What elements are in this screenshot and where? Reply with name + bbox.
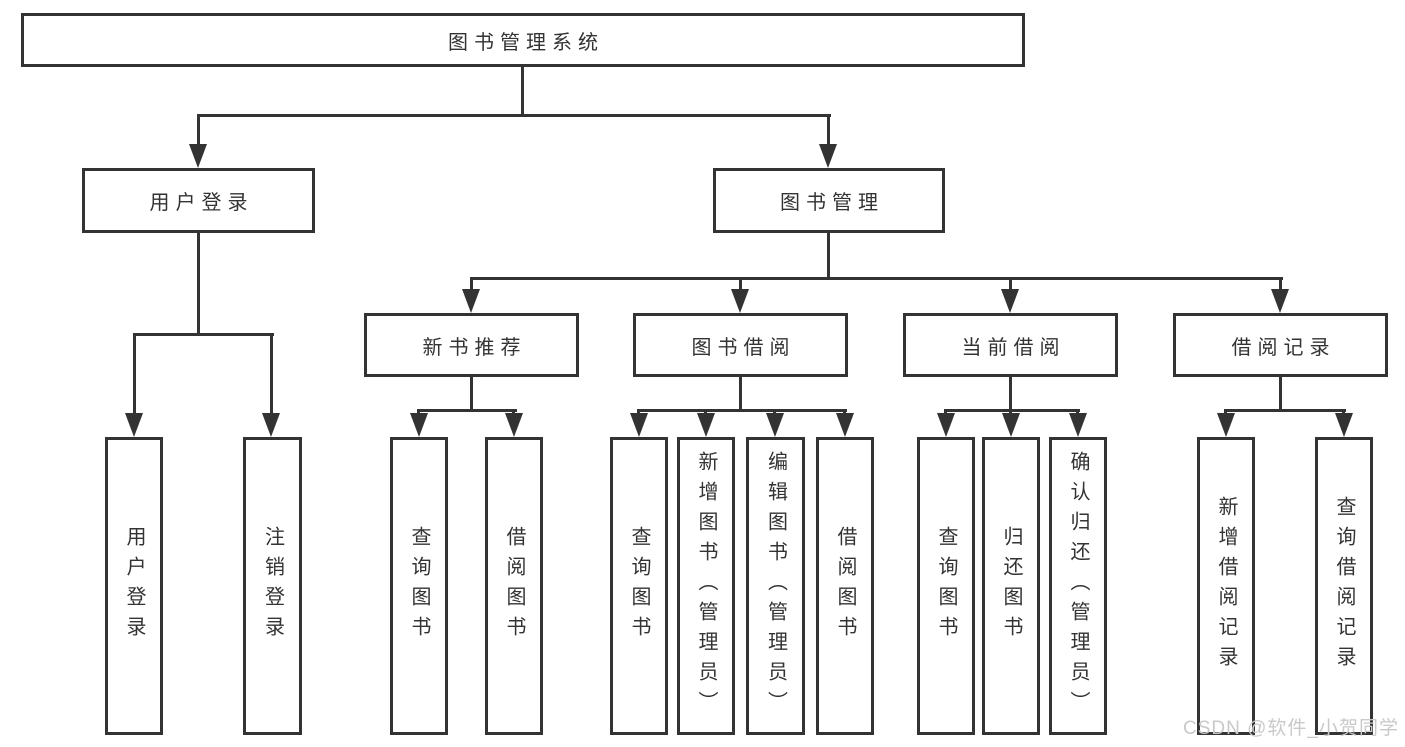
watermark: CSDN @软件_小贺同学	[1183, 718, 1399, 739]
connector-line	[197, 233, 200, 336]
leaf-logout: 注销登录	[243, 437, 302, 735]
leaf-label: 注销登录	[261, 526, 284, 646]
arrow-down-icon	[766, 413, 784, 437]
node-current-borrowing: 当前借阅	[903, 313, 1118, 377]
leaf-confirm-return-admin: 确认归还（管理员）	[1049, 437, 1107, 735]
connector-line	[1279, 377, 1282, 412]
leaf-query-borrow-record: 查询借阅记录	[1315, 437, 1373, 735]
node-label: 用户登录	[149, 192, 254, 214]
connector-line	[197, 114, 200, 147]
leaf-query-books-recommend: 查询图书	[390, 437, 448, 735]
leaf-add-book-admin: 新增图书（管理员）	[677, 437, 735, 735]
leaf-query-books-current: 查询图书	[917, 437, 975, 735]
leaf-label: 借阅图书	[503, 526, 525, 646]
arrow-down-icon	[125, 413, 143, 437]
node-label: 当前借阅	[961, 336, 1066, 359]
leaf-label: 归还图书	[1000, 526, 1022, 646]
leaf-borrow-books: 借阅图书	[816, 437, 874, 735]
arrow-down-icon	[1217, 413, 1235, 437]
leaf-edit-book-admin: 编辑图书（管理员）	[746, 437, 805, 735]
arrow-down-icon	[462, 289, 480, 313]
arrow-down-icon	[1335, 413, 1353, 437]
leaf-label: 查询借阅记录	[1333, 496, 1355, 676]
leaf-label: 新增图书（管理员）	[695, 451, 717, 721]
arrow-down-icon	[505, 413, 523, 437]
connector-line	[470, 377, 473, 412]
arrow-down-icon	[1271, 289, 1289, 313]
leaf-return-book: 归还图书	[982, 437, 1040, 735]
leaf-label: 新增借阅记录	[1215, 496, 1237, 676]
leaf-query-books-borrowing: 查询图书	[610, 437, 668, 735]
leaf-label: 用户登录	[123, 526, 145, 646]
node-book-management: 图书管理	[713, 168, 945, 233]
connector-line	[521, 67, 524, 117]
arrow-down-icon	[189, 144, 207, 168]
leaf-borrow-books-recommend: 借阅图书	[485, 437, 543, 735]
arrow-down-icon	[836, 413, 854, 437]
leaf-label: 查询图书	[408, 526, 430, 646]
leaf-user-login: 用户登录	[105, 437, 163, 735]
node-label: 图书管理系统	[448, 31, 604, 54]
node-label: 图书管理	[780, 192, 884, 214]
arrow-down-icon	[697, 413, 715, 437]
arrow-down-icon	[1001, 289, 1019, 313]
node-book-borrowing: 图书借阅	[633, 313, 848, 377]
connector-line	[944, 409, 1080, 412]
arrow-down-icon	[819, 144, 837, 168]
node-borrowing-records: 借阅记录	[1173, 313, 1388, 377]
leaf-label: 确认归还（管理员）	[1067, 451, 1089, 721]
arrow-down-icon	[1069, 413, 1087, 437]
node-label: 借阅记录	[1231, 336, 1336, 359]
connector-line	[637, 409, 847, 412]
leaf-label: 查询图书	[935, 526, 957, 646]
leaf-label: 编辑图书（管理员）	[764, 451, 787, 721]
node-label: 图书借阅	[691, 336, 796, 359]
connector-line	[197, 114, 831, 117]
connector-line	[1009, 277, 1012, 292]
arrow-down-icon	[262, 413, 280, 437]
node-label: 新书推荐	[422, 336, 527, 359]
node-library-management-system: 图书管理系统	[21, 13, 1025, 67]
connector-line	[827, 114, 830, 147]
connector-line	[470, 277, 1283, 280]
arrow-down-icon	[937, 413, 955, 437]
leaf-label: 借阅图书	[834, 526, 856, 646]
arrow-down-icon	[731, 289, 749, 313]
connector-line	[1224, 409, 1346, 412]
connector-line	[827, 233, 830, 280]
node-new-book-recommendation: 新书推荐	[364, 313, 579, 377]
connector-line	[470, 277, 473, 292]
connector-line	[270, 333, 273, 416]
arrow-down-icon	[630, 413, 648, 437]
leaf-label: 查询图书	[628, 526, 650, 646]
connector-line	[133, 333, 274, 336]
connector-line	[1009, 377, 1012, 412]
connector-line	[1279, 277, 1282, 292]
connector-line	[133, 333, 136, 416]
leaf-add-borrow-record: 新增借阅记录	[1197, 437, 1255, 735]
connector-line	[739, 277, 742, 292]
node-user-login: 用户登录	[82, 168, 315, 233]
connector-line	[417, 409, 517, 412]
arrow-down-icon	[1002, 413, 1020, 437]
connector-line	[739, 377, 742, 412]
arrow-down-icon	[410, 413, 428, 437]
